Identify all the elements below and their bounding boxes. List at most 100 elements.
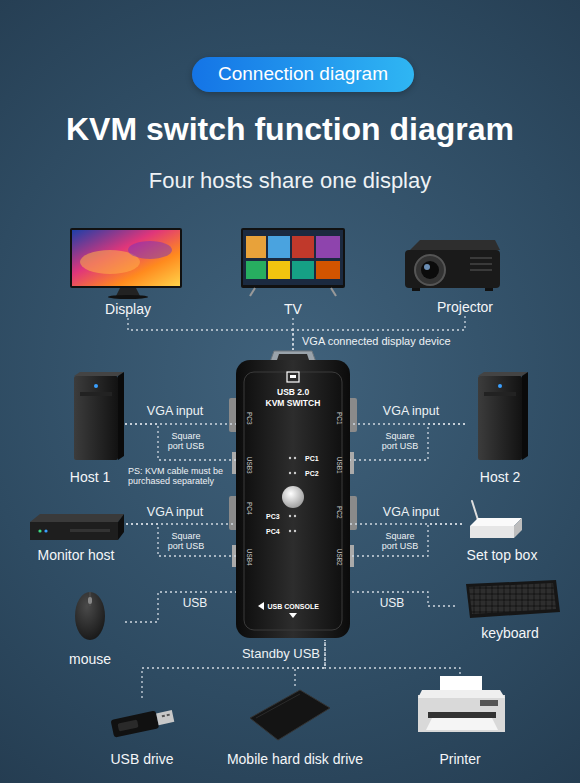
device-label: Host 2 xyxy=(480,469,520,486)
kvm-switch-body xyxy=(289,530,291,532)
connector-label: VGA input xyxy=(383,404,439,418)
device-node: Mobile hard disk drive xyxy=(212,686,378,768)
dashed-connector xyxy=(142,640,325,698)
dashed-connector xyxy=(128,318,293,350)
host-tower-icon xyxy=(478,372,528,376)
kvm-switch-body xyxy=(282,486,304,508)
kvm-switch-body xyxy=(258,602,264,610)
badge-text: Connection diagram xyxy=(218,63,388,86)
switch-label: USB3 xyxy=(245,456,252,473)
switch-label: PC1 xyxy=(305,455,319,462)
dashed-connector xyxy=(325,640,460,674)
printer-icon xyxy=(480,700,498,706)
monitor-icon xyxy=(116,288,140,296)
device-node: Projector xyxy=(398,232,532,316)
subtitle: Four hosts share one display xyxy=(149,168,432,193)
tv-icon xyxy=(268,261,290,279)
monitor-host-icon xyxy=(38,529,41,532)
device-label: Monitor host xyxy=(37,547,114,564)
tv-icon xyxy=(246,236,266,258)
monitor-host-icon xyxy=(70,529,110,532)
host-tower-icon xyxy=(484,392,516,396)
set-top-box-icon xyxy=(514,518,522,538)
dashed-connector xyxy=(350,423,465,424)
monitor-host-icon xyxy=(30,514,124,522)
switch-label: PC3 xyxy=(266,513,280,520)
monitor-icon xyxy=(70,228,182,288)
host-tower-icon xyxy=(80,392,112,396)
mouse-icon xyxy=(75,592,105,640)
monitor-host-icon xyxy=(118,514,124,540)
printer-icon xyxy=(418,690,505,698)
device-label: TV xyxy=(284,301,302,318)
host-tower-icon xyxy=(74,372,528,460)
host-tower-icon xyxy=(478,376,522,460)
projector-icon xyxy=(421,261,439,279)
kvm-switch-body xyxy=(294,530,296,532)
switch-label: PC4 xyxy=(245,501,252,514)
host-tower-icon xyxy=(498,384,502,388)
kvm-switch-body xyxy=(294,472,296,474)
device-node: Host 2 xyxy=(465,372,535,486)
switch-label: USB CONSOLE xyxy=(268,603,319,610)
device-node: Host 1 xyxy=(55,372,125,486)
device-node: TV xyxy=(236,222,350,318)
projector-icon xyxy=(412,288,420,291)
keyboard-icon xyxy=(466,580,560,618)
projector-icon xyxy=(410,240,500,250)
switch-label: PC3 xyxy=(245,411,252,424)
hard-disk-icon xyxy=(250,690,330,740)
monitor-icon xyxy=(108,295,148,299)
switch-label: PC4 xyxy=(266,528,280,535)
tv-icon xyxy=(241,228,345,296)
keyboard-icon xyxy=(466,580,560,618)
kvm-switch-body xyxy=(294,457,296,459)
monitor-icon xyxy=(70,228,182,299)
usb-drive-icon xyxy=(111,710,160,737)
host-tower-icon xyxy=(94,384,98,388)
tv-icon xyxy=(316,236,340,258)
host-tower-icon xyxy=(74,372,124,376)
host-tower-icon xyxy=(118,372,124,460)
switch-label: USB2 xyxy=(335,548,342,565)
usb-drive-icon xyxy=(167,714,170,717)
monitor-host-icon xyxy=(44,529,47,532)
device-label: USB drive xyxy=(110,751,173,768)
monitor-host-icon xyxy=(30,522,118,540)
device-label: Display xyxy=(105,301,151,318)
keyboard-icon xyxy=(469,583,556,614)
tv-icon xyxy=(331,288,336,296)
connector-label: VGA input xyxy=(147,505,203,519)
projector-icon xyxy=(470,263,492,265)
tv-icon xyxy=(268,236,290,258)
device-node: keyboard xyxy=(455,576,565,642)
dashed-connector xyxy=(125,424,236,460)
switch-label: KVM SWITCH xyxy=(266,399,321,408)
device-node: Set top box xyxy=(462,498,542,564)
device-node: Printer xyxy=(410,674,510,768)
set-top-box-icon xyxy=(470,501,522,538)
connector-label: Standby USB xyxy=(242,647,320,662)
kvm-switch-body xyxy=(236,360,350,638)
switch-label: PC2 xyxy=(335,505,342,518)
projector-icon xyxy=(405,250,500,288)
device-label: keyboard xyxy=(481,625,539,642)
connector-label: Square port USB xyxy=(378,431,422,452)
dashed-connector xyxy=(126,524,236,556)
mouse-icon xyxy=(75,592,105,640)
host-tower-icon xyxy=(74,376,118,460)
switch-label: USB4 xyxy=(245,548,252,565)
kvm-switch-body xyxy=(244,372,342,630)
tv-icon xyxy=(316,261,340,279)
monitor-icon xyxy=(72,230,180,286)
printer-icon xyxy=(418,676,505,732)
usb-drive-icon xyxy=(156,710,174,725)
projector-icon xyxy=(424,264,430,270)
connector-label: Square port USB xyxy=(378,531,422,552)
host-tower-icon xyxy=(522,372,528,460)
projector-icon xyxy=(485,288,493,291)
kvm-switch-body xyxy=(289,613,297,618)
kvm-switch-body xyxy=(277,354,309,360)
diagram-title: KVM switch function diagram xyxy=(66,111,514,148)
